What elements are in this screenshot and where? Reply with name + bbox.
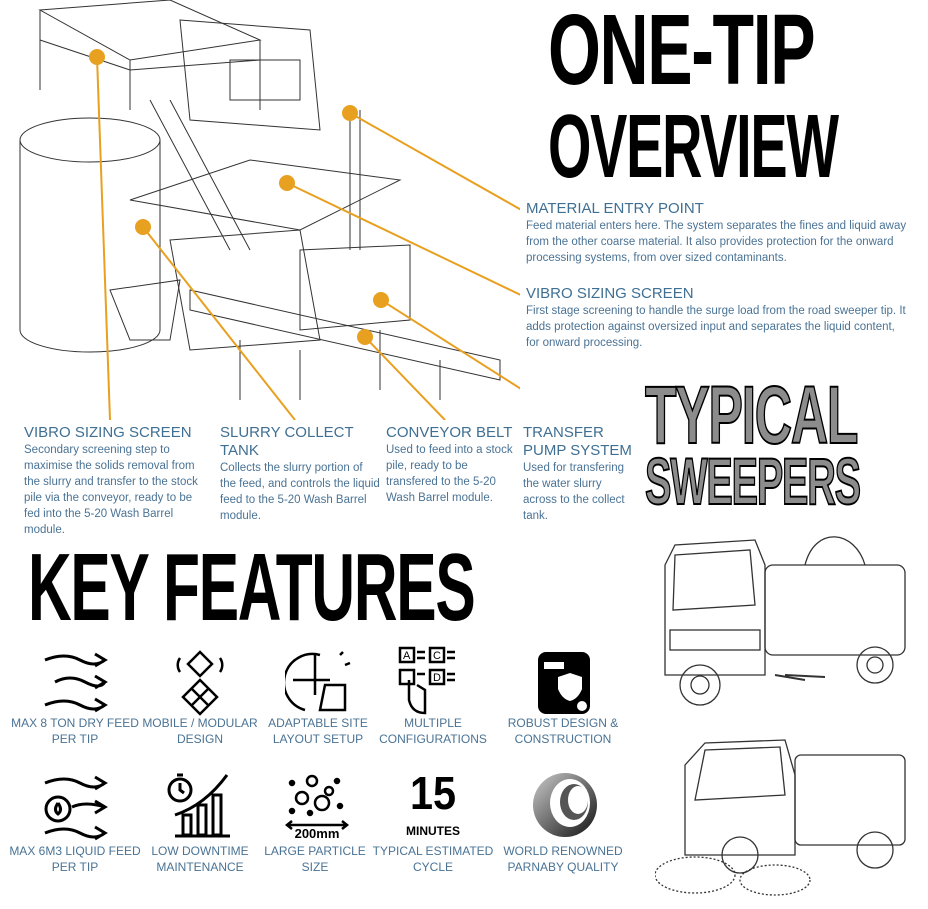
callout-text: First stage screening to handle the surg… — [526, 305, 906, 349]
callout-text: Secondary screening step to maximise the… — [24, 444, 198, 536]
title-key-features: KEY FEATURES — [28, 534, 476, 641]
callout-text: Feed material enters here. The system se… — [526, 220, 907, 264]
abcd-options-icon: A CD — [398, 646, 455, 715]
callout-title: VIBRO SIZING SCREEN — [24, 424, 192, 441]
feature-particle-size: LARGE PARTICLE SIZE — [264, 844, 366, 874]
callout-material-entry: MATERIAL ENTRY POINT Feed material enter… — [526, 200, 916, 266]
compact-sweeper-illustration — [655, 739, 906, 896]
callout-title: SLURRY COLLECT TANK — [220, 424, 354, 459]
feature-robust-design: ROBUST DESIGN & CONSTRUCTION — [507, 716, 619, 746]
feature-multiple-configurations: MULTIPLE CONFIGURATIONS — [379, 716, 487, 746]
callout-text: Used to feed into a stock pile, ready to… — [386, 444, 513, 504]
svg-text:C: C — [433, 650, 441, 662]
callout-vibro-screen-primary: VIBRO SIZING SCREEN First stage screenin… — [526, 285, 906, 351]
callout-text: Used for transfering the water slurry ac… — [523, 462, 625, 522]
sweeper-truck-illustration — [664, 536, 906, 706]
callout-title: CONVEYOR BELT — [386, 424, 513, 441]
feature-max-dry-feed: MAX 8 TON DRY FEED PER TIP — [11, 716, 139, 746]
cycle-time-unit: MINUTES — [406, 824, 460, 838]
title-overview: OVERVIEW — [548, 97, 839, 197]
callout-conveyor-belt: CONVEYOR BELT Used to feed into a stock … — [386, 424, 516, 506]
callout-title: VIBRO SIZING SCREEN — [526, 285, 694, 302]
svg-text:A: A — [403, 650, 411, 662]
feature-adaptable-layout: ADAPTABLE SITE LAYOUT SETUP — [268, 716, 368, 746]
feature-cycle-time: TYPICAL ESTIMATED CYCLE — [372, 844, 494, 874]
cycle-time-value: 15 — [409, 767, 457, 819]
feature-max-liquid-feed: MAX 6M3 LIQUID FEED PER TIP — [9, 844, 141, 874]
title-sweepers: SWEEPERS — [644, 444, 861, 518]
feature-parnaby-quality: WORLD RENOWNED PARNABY QUALITY — [503, 844, 623, 874]
title-one-tip: ONE-TIP — [548, 0, 816, 106]
feature-mobile-modular: MOBILE / MODULAR DESIGN — [142, 716, 258, 746]
callout-transfer-pump: TRANSFER PUMP SYSTEM Used for transferin… — [523, 424, 635, 524]
stopwatch-chart-icon — [167, 773, 230, 838]
callout-title: TRANSFER PUMP SYSTEM — [523, 424, 632, 459]
parnaby-logo-icon — [533, 773, 597, 837]
puzzle-globe-icon — [285, 651, 351, 712]
svg-text:D: D — [433, 672, 441, 684]
feature-low-downtime: LOW DOWNTIME MAINTENANCE — [151, 844, 249, 874]
modular-diamonds-icon — [176, 650, 224, 716]
shield-hammer-icon — [538, 652, 590, 714]
callout-slurry-tank: SLURRY COLLECT TANK Collects the slurry … — [220, 424, 380, 524]
plant-diagram — [19, 0, 520, 420]
flow-arrows-icon — [44, 652, 108, 713]
title-typical: TYPICAL — [644, 370, 859, 461]
particles-icon — [284, 774, 350, 830]
particle-size-value: 200mm — [294, 826, 340, 841]
callout-text: Collects the slurry portion of the feed,… — [220, 462, 380, 522]
liquid-flow-icon — [44, 775, 108, 841]
callout-vibro-screen-secondary: VIBRO SIZING SCREEN Secondary screening … — [24, 424, 209, 538]
callout-title: MATERIAL ENTRY POINT — [526, 200, 704, 217]
